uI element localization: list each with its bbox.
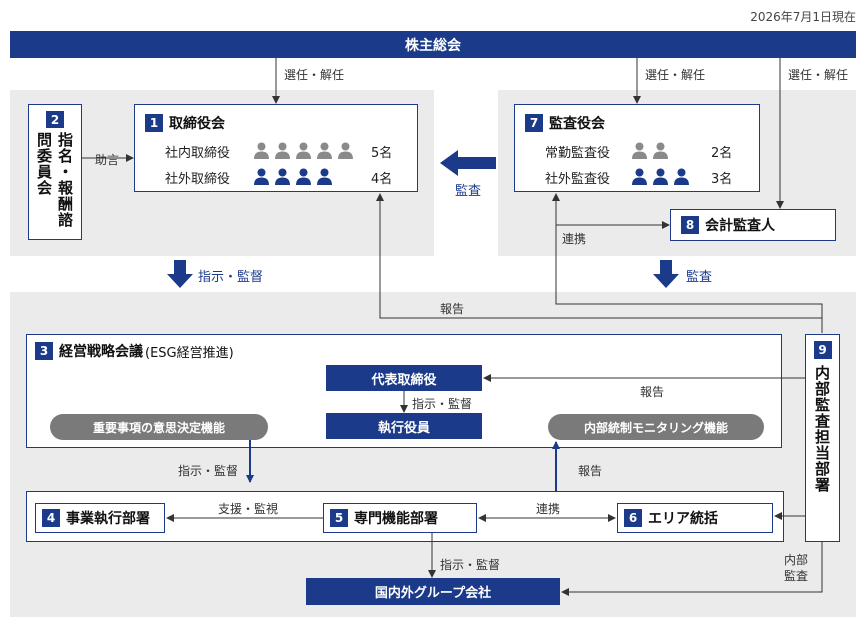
person-icon <box>317 168 332 185</box>
member-icons <box>631 142 673 159</box>
internal-control-pill: 内部統制モニタリング機能 <box>548 414 764 440</box>
member-icons <box>631 168 694 185</box>
member-row: 社外取締役 4名 <box>145 166 407 190</box>
member-count: 2名 <box>711 146 733 161</box>
elect-label-1: 選任・解任 <box>284 68 345 82</box>
person-icon <box>296 142 311 159</box>
internal-number: 9 <box>813 341 832 359</box>
board-title: 取締役会 <box>169 116 225 132</box>
member-count: 5名 <box>371 146 393 161</box>
strategy-title: 経営戦略会議 <box>59 344 143 360</box>
coop-label-1: 連携 <box>562 232 587 246</box>
person-icon <box>275 142 290 159</box>
board-number: 1 <box>145 114 163 132</box>
person-icon <box>317 142 332 159</box>
member-icons <box>253 142 358 159</box>
report-label-top: 報告 <box>440 302 465 316</box>
direct-big-arrow-down <box>167 260 193 288</box>
person-icon <box>254 168 269 185</box>
as-of-date: 2026年7月1日現在 <box>750 10 856 24</box>
internal-group-arrow <box>561 542 823 596</box>
representative-director: 代表取締役 <box>326 365 482 391</box>
member-row: 社内取締役 5名 <box>145 140 407 164</box>
member-label: 社外取締役 <box>165 172 231 187</box>
direct-label-inner: 指示・監督 <box>412 397 473 411</box>
person-icon <box>632 142 647 159</box>
audit-big-arrow-down <box>653 260 679 288</box>
direct-label-left: 指示・監督 <box>198 270 264 285</box>
member-label: 常勤監査役 <box>545 146 611 161</box>
dept6-title: エリア統括 <box>648 511 718 527</box>
nomination-committee-box: 2 指名・報酬諮問委員会 <box>28 104 82 240</box>
coop-label-2: 連携 <box>536 502 561 516</box>
member-icons <box>253 168 337 185</box>
elect-label-2: 選任・解任 <box>645 68 706 82</box>
person-icon <box>296 168 311 185</box>
audit-board-box: 7 監査役会 常勤監査役 2名社外監査役 3名 <box>514 104 760 192</box>
accounting-auditor-box: 8 会計監査人 <box>670 209 836 241</box>
person-icon <box>254 142 269 159</box>
business-execution-dept: 4 事業執行部署 <box>35 503 165 533</box>
support-label: 支援・監視 <box>218 502 279 516</box>
dept6-number: 6 <box>624 509 642 527</box>
internal-audit-text: 内部監査担当部署 <box>813 365 831 493</box>
decision-making-pill: 重要事項の意思決定機能 <box>50 414 268 440</box>
member-count: 3名 <box>711 172 733 187</box>
internal-audit-dept-box: 9 内部監査担当部署 <box>805 334 840 542</box>
report-label-mid: 報告 <box>640 385 665 399</box>
accounting-number: 8 <box>681 216 699 234</box>
elect-label-3: 選任・解任 <box>788 68 849 82</box>
person-icon <box>338 142 353 159</box>
member-row: 社外監査役 3名 <box>525 166 749 190</box>
member-count: 4名 <box>371 172 393 187</box>
board-of-directors-box: 1 取締役会 社内取締役 5名社外取締役 4名 <box>134 104 418 192</box>
member-label: 社内取締役 <box>165 146 231 161</box>
audit-link-line <box>555 194 823 333</box>
nomination-number: 2 <box>46 111 64 129</box>
report-label-bottom: 報告 <box>578 464 603 478</box>
audit-big-arrow-left <box>440 150 496 176</box>
dept4-title: 事業執行部署 <box>66 511 150 527</box>
audit-label-mid: 監査 <box>455 184 482 199</box>
direct-label-group: 指示・監督 <box>440 558 501 572</box>
person-icon <box>632 168 647 185</box>
dept5-number: 5 <box>330 509 348 527</box>
accounting-title: 会計監査人 <box>705 218 775 234</box>
auditors-title: 監査役会 <box>549 116 605 132</box>
member-label: 社外監査役 <box>545 172 611 187</box>
shareholders-meeting-bar: 株主総会 <box>10 31 856 58</box>
strategy-subtitle: (ESG経営推進) <box>145 345 234 361</box>
nomination-text: 指名・報酬諮問委員会 <box>35 132 74 229</box>
person-icon <box>275 168 290 185</box>
member-row: 常勤監査役 2名 <box>525 140 749 164</box>
area-management-dept: 6 エリア統括 <box>617 503 773 533</box>
person-icon <box>653 142 668 159</box>
internal-audit-label: 内部 監査 <box>784 553 809 583</box>
dept5-title: 専門機能部署 <box>354 511 438 527</box>
strategy-number: 3 <box>35 342 53 360</box>
person-icon <box>674 168 689 185</box>
auditors-number: 7 <box>525 114 543 132</box>
advice-label: 助言 <box>95 153 120 167</box>
direct-label-5: 指示・監督 <box>178 464 239 478</box>
executive-officers: 執行役員 <box>326 413 482 439</box>
audit-label-right: 監査 <box>686 270 713 285</box>
specialized-function-dept: 5 専門機能部署 <box>323 503 477 533</box>
dept4-number: 4 <box>42 509 60 527</box>
person-icon <box>653 168 668 185</box>
group-companies-bar: 国内外グループ会社 <box>306 578 560 605</box>
